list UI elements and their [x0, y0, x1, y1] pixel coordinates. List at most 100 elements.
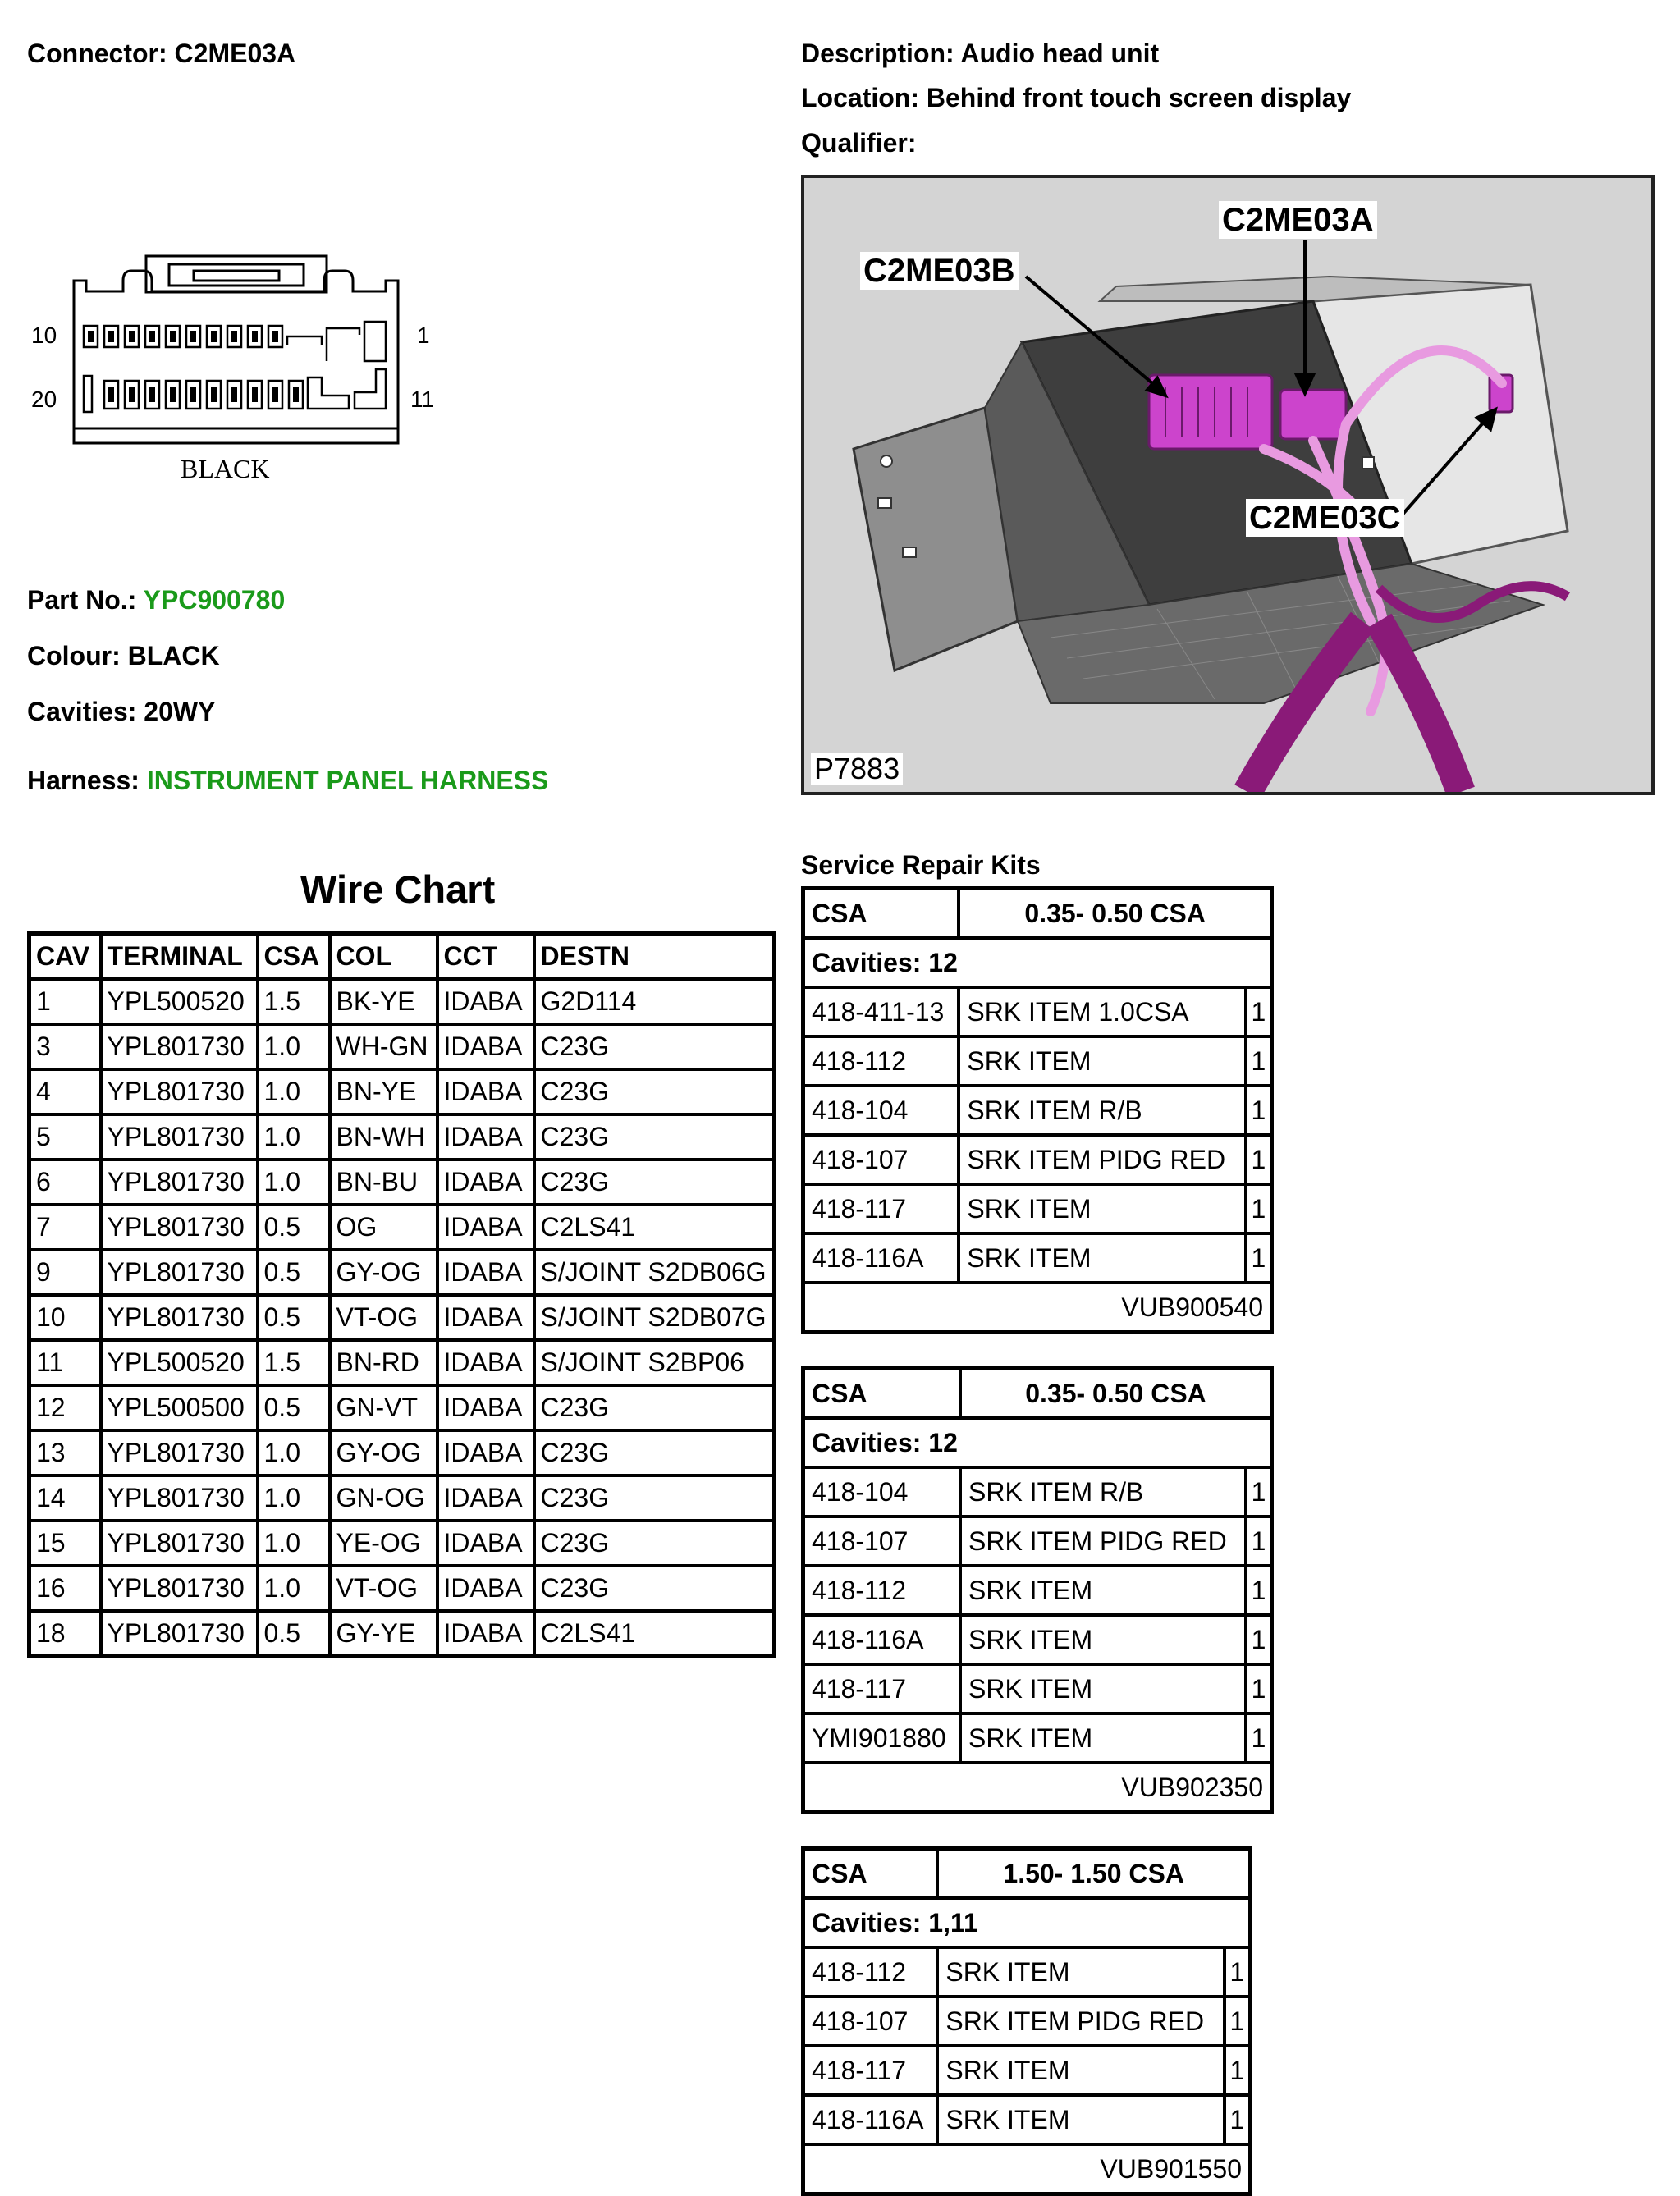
wire-chart-cell-cav: 4 — [27, 1068, 103, 1116]
wire-chart-cell-destn: C23G — [532, 1158, 776, 1206]
wire-chart-cell-cav: 6 — [27, 1158, 103, 1206]
wire-chart-cell-csa: 1.0 — [255, 1519, 332, 1567]
qualifier-label: Qualifier: — [801, 128, 917, 158]
wire-chart-cell-col: OG — [327, 1203, 439, 1251]
kit-item-part: 418-112 — [801, 1946, 940, 1998]
kit-number: VUB902350 — [801, 1761, 1274, 1814]
wire-chart-cell-terminal: YPL801730 — [98, 1158, 259, 1206]
wire-chart-cell-cav: 15 — [27, 1519, 103, 1567]
wire-chart-cell-terminal: YPL801730 — [98, 1023, 259, 1071]
wire-chart-cell-col: VT-OG — [327, 1293, 439, 1342]
wire-chart-cell-cav: 18 — [27, 1609, 103, 1658]
wire-chart-cell-destn: C2LS41 — [532, 1609, 776, 1658]
wire-chart-cell-cct: IDABA — [435, 1384, 536, 1432]
wire-chart-cell-terminal: YPL801730 — [98, 1609, 259, 1658]
wire-chart-cell-col: GN-OG — [327, 1474, 439, 1522]
part-number-line: Part No.: YPC900780 — [27, 585, 285, 615]
wire-chart-cell-destn: C23G — [532, 1474, 776, 1522]
kit-item-qty: 1 — [1243, 1232, 1274, 1284]
wire-chart-cell-destn: C23G — [532, 1429, 776, 1477]
wire-chart-cell-col: WH-GN — [327, 1023, 439, 1071]
wire-chart-cell-destn: C23G — [532, 1519, 776, 1567]
kit-item-qty: 1 — [1222, 2044, 1252, 2097]
wire-chart-cell-cct: IDABA — [435, 1338, 536, 1387]
kit-cavities: Cavities: 12 — [801, 1416, 1274, 1469]
wire-chart-cell-cav: 1 — [27, 977, 103, 1026]
wire-chart-cell-csa: 1.5 — [255, 977, 332, 1026]
kit-item-part: 418-411-13 — [801, 986, 961, 1038]
kit-number-row: VUB901550 — [801, 2143, 1252, 2196]
wire-chart-cell-cav: 14 — [27, 1474, 103, 1522]
wire-chart-cell-cav: 9 — [27, 1248, 103, 1297]
kit-number: VUB901550 — [801, 2143, 1252, 2196]
cavities-line: Cavities: 20WY — [27, 697, 215, 726]
kit-item-desc: SRK ITEM — [958, 1663, 1247, 1715]
kit-csa-label: CSA — [801, 886, 961, 940]
wire-chart-cell-col: BN-BU — [327, 1158, 439, 1206]
wire-chart-cell-col: GY-OG — [327, 1248, 439, 1297]
kit-item-part: 418-116A — [801, 2093, 940, 2146]
wire-chart-cell-csa: 1.0 — [255, 1564, 332, 1613]
kit-item-desc: SRK ITEM PIDG RED — [958, 1515, 1247, 1567]
kit-item-desc: SRK ITEM — [958, 1712, 1247, 1764]
kit-item-part: 418-112 — [801, 1035, 961, 1087]
wire-chart-cell-destn: C23G — [532, 1113, 776, 1161]
connector-label: Connector: — [27, 39, 167, 68]
description-line: Description: Audio head unit — [801, 39, 1159, 68]
wire-chart-cell-cct: IDABA — [435, 1248, 536, 1297]
wire-chart-cell-destn: C23G — [532, 1068, 776, 1116]
kit-item-desc: SRK ITEM R/B — [957, 1084, 1247, 1137]
wire-chart-cell-cav: 10 — [27, 1293, 103, 1342]
wire-chart-cell-csa: 0.5 — [255, 1609, 332, 1658]
connector-line: Connector: C2ME03A — [27, 39, 295, 68]
wire-chart-cell-terminal: YPL500500 — [98, 1384, 259, 1432]
wire-chart-cell-cct: IDABA — [435, 1158, 536, 1206]
wire-chart-title: Wire Chart — [300, 867, 496, 911]
kit-cavities: Cavities: 12 — [801, 936, 1274, 989]
wire-chart-cell-terminal: YPL801730 — [98, 1113, 259, 1161]
wire-chart-cell-cav: 3 — [27, 1023, 103, 1071]
kit-item-part: YMI901880 — [801, 1712, 962, 1764]
kit-item-part: 418-107 — [801, 1133, 961, 1186]
kit-number-row: VUB900540 — [801, 1281, 1274, 1334]
wire-chart-cell-terminal: YPL801730 — [98, 1519, 259, 1567]
kit-item-desc: SRK ITEM — [957, 1183, 1247, 1235]
kit-item-qty: 1 — [1244, 1466, 1274, 1518]
wire-chart-cell-cav: 5 — [27, 1113, 103, 1161]
wire-chart-cell-csa: 1.0 — [255, 1429, 332, 1477]
wire-chart-cell-destn: S/JOINT S2DB06G — [532, 1248, 776, 1297]
wire-chart-cell-destn: C2LS41 — [532, 1203, 776, 1251]
kit-item-qty: 1 — [1243, 1133, 1274, 1186]
wire-chart-cell-col: BN-RD — [327, 1338, 439, 1387]
wire-chart-cell-cct: IDABA — [435, 1068, 536, 1116]
part-number-label: Part No.: — [27, 585, 137, 615]
wire-chart-header-destn: DESTN — [532, 931, 776, 981]
kit-csa-value: 1.50- 1.50 CSA — [936, 1846, 1252, 1900]
kit-csa-value: 0.35- 0.50 CSA — [957, 886, 1274, 940]
wire-chart-header-csa: CSA — [255, 931, 332, 981]
kit-item-desc: SRK ITEM — [957, 1232, 1247, 1284]
wire-chart-cell-col: VT-OG — [327, 1564, 439, 1613]
wire-chart-cell-destn: G2D114 — [532, 977, 776, 1026]
wire-chart-cell-terminal: YPL801730 — [98, 1068, 259, 1116]
wire-chart-cell-csa: 1.0 — [255, 1113, 332, 1161]
harness-value: INSTRUMENT PANEL HARNESS — [146, 766, 549, 795]
kit-item-desc: SRK ITEM PIDG RED — [936, 1995, 1226, 2047]
